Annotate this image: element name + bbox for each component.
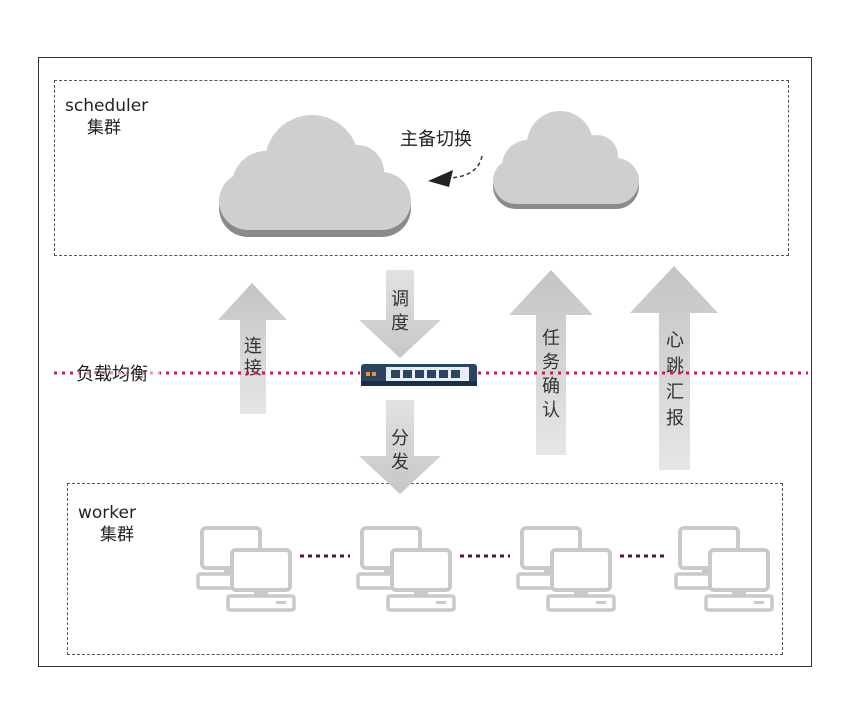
distribute-arrow: 分 发 bbox=[359, 400, 441, 494]
worker-node-icon bbox=[196, 526, 296, 612]
backup-cloud-icon bbox=[493, 111, 639, 209]
worker-label-sub: 集群 bbox=[100, 525, 134, 545]
connect-label-2: 接 bbox=[244, 358, 262, 379]
heartbeat-arrow: 心 跳 汇 报 bbox=[630, 266, 718, 470]
failover-label: 主备切换 bbox=[400, 129, 472, 150]
switch-icon bbox=[361, 364, 477, 386]
heartbeat-label-1: 心 bbox=[666, 330, 684, 351]
scheduler-label-sub: 集群 bbox=[87, 118, 121, 138]
distribute-label-1: 分 bbox=[391, 428, 409, 449]
workers-layer bbox=[196, 526, 774, 612]
worker-node-icon bbox=[516, 526, 616, 612]
failover-arrow-line bbox=[449, 155, 483, 179]
scheduler-label-name: scheduler bbox=[65, 96, 149, 116]
task-confirm-label-2: 务 bbox=[542, 352, 560, 373]
distribute-label-2: 发 bbox=[391, 452, 409, 473]
connect-label-1: 连 bbox=[244, 336, 262, 357]
connect-arrow: 连 接 bbox=[218, 283, 287, 414]
worker-cluster-label: worker 集群 bbox=[78, 502, 136, 546]
failover-arrow-head-icon bbox=[428, 170, 453, 187]
outer-frame bbox=[38, 57, 812, 667]
worker-node-icon bbox=[356, 526, 456, 612]
main-cloud-icon bbox=[219, 115, 411, 237]
task-confirm-label-1: 任 bbox=[542, 328, 560, 349]
worker-node-icon bbox=[674, 526, 774, 612]
dispatch-label-1: 调 bbox=[391, 289, 409, 310]
scheduler-cluster-box bbox=[54, 80, 789, 256]
load-balance-label: 负载均衡 bbox=[76, 364, 148, 385]
heartbeat-label-3: 汇 bbox=[666, 382, 684, 403]
dispatch-arrow: 调 度 bbox=[359, 270, 441, 358]
scheduler-cluster-label: scheduler 集群 bbox=[65, 95, 148, 139]
worker-label-name: worker bbox=[78, 503, 136, 523]
task-confirm-label-4: 认 bbox=[542, 400, 560, 421]
dispatch-label-2: 度 bbox=[391, 313, 409, 334]
task-confirm-arrow: 任 务 确 认 bbox=[509, 270, 593, 455]
worker-cluster-box bbox=[67, 483, 783, 655]
heartbeat-label-4: 报 bbox=[666, 408, 684, 429]
task-confirm-label-3: 确 bbox=[542, 376, 560, 397]
heartbeat-label-2: 跳 bbox=[666, 356, 684, 377]
